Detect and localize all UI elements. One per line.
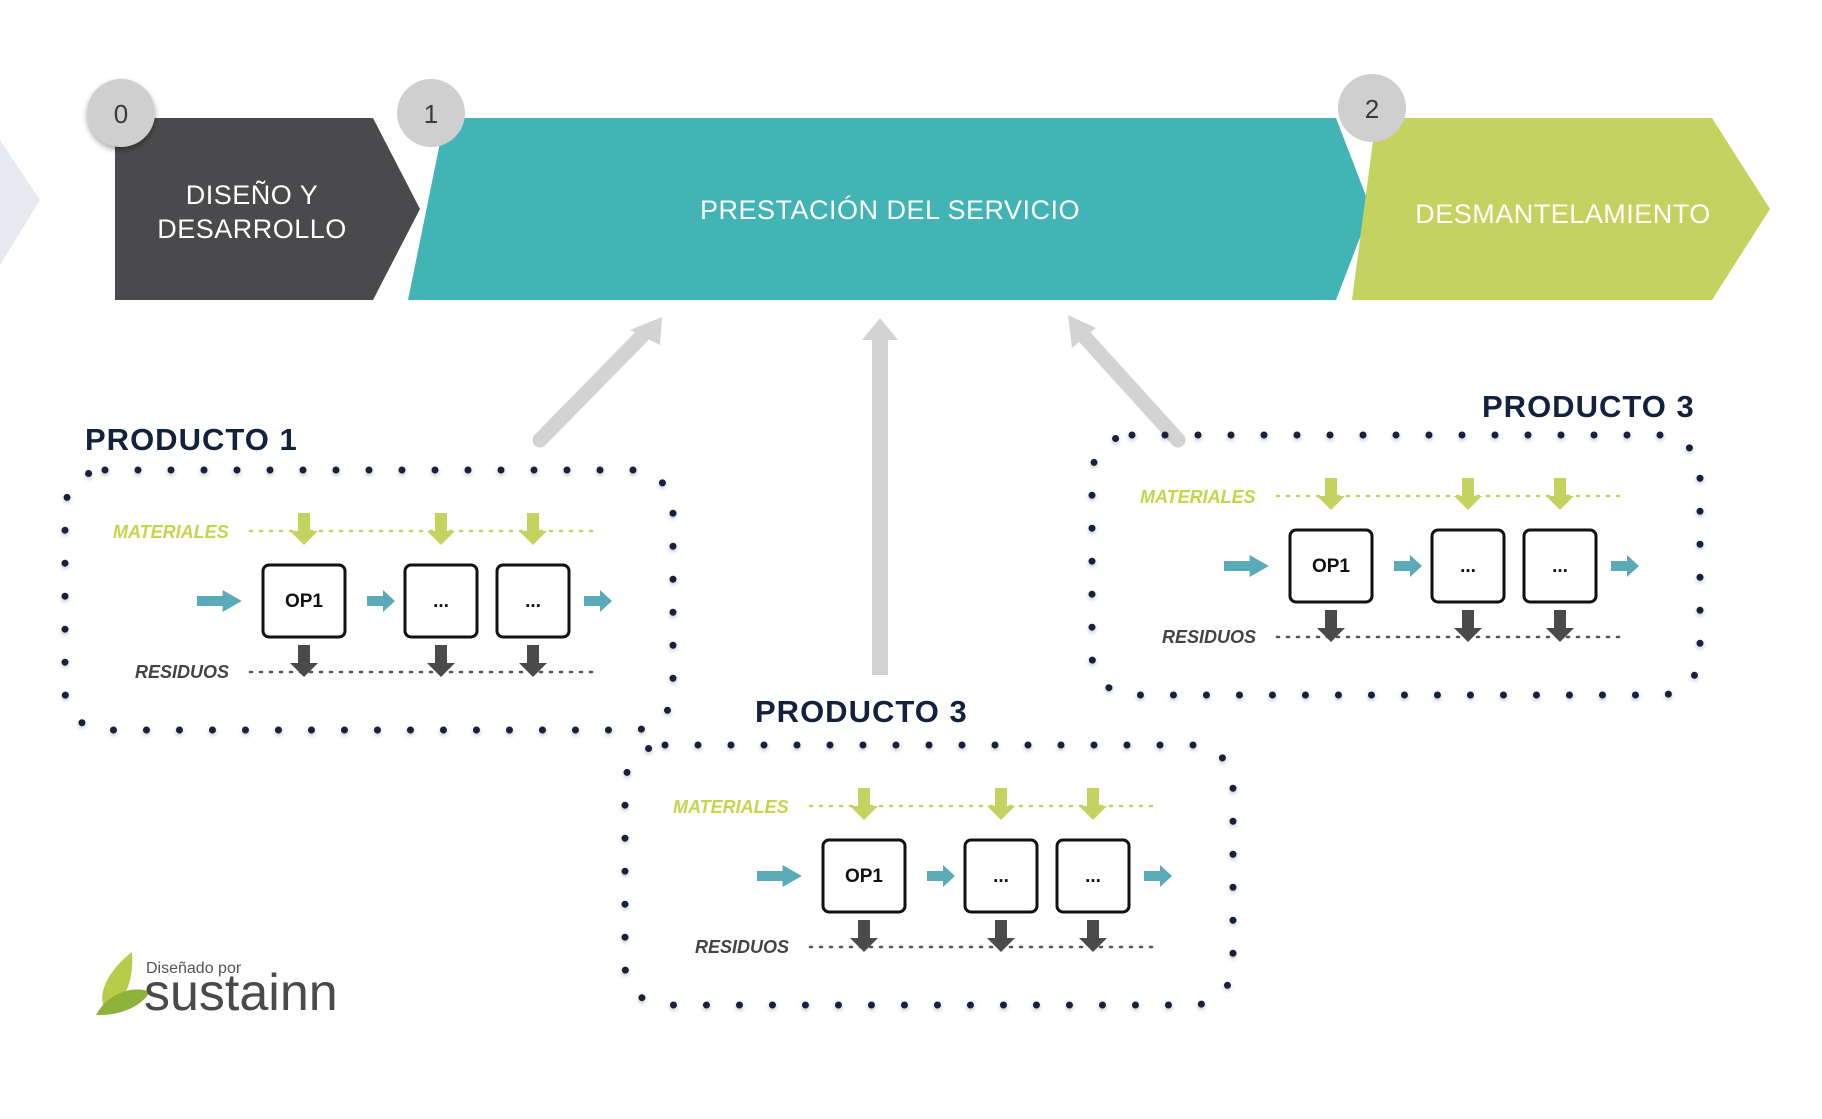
- connector-arrow-product-1: [532, 317, 662, 448]
- operation-box: [403, 563, 479, 639]
- product-block-2: PRODUCTO 3 MATERIALES RESIDUOS OP1......: [621, 694, 1237, 1009]
- phase-number-badge-2: 2: [1338, 74, 1406, 142]
- material-input-arrow-icon: [427, 513, 455, 545]
- phase-dismantle-label: DESMANTELAMIENTO: [1415, 199, 1711, 229]
- flow-arrow-icon: [927, 865, 955, 887]
- connector-arrows: [532, 315, 1186, 675]
- products-layer: PRODUCTO 1MATERIALESRESIDUOSOP1......PRO…: [61, 389, 1704, 1009]
- phase-design-label-2: DESARROLLO: [157, 214, 347, 244]
- phase-number-0: 0: [114, 99, 128, 129]
- phase-service-label: PRESTACIÓN DEL SERVICIO: [700, 194, 1080, 225]
- operation-label: OP1: [285, 591, 323, 612]
- product-title: PRODUCTO 3: [1482, 389, 1695, 424]
- flow-arrow-icon: [1144, 865, 1172, 887]
- phase-number-badge-1: 1: [397, 79, 465, 147]
- phase-number-2: 2: [1365, 94, 1379, 124]
- flow-arrow-icon: [1394, 555, 1422, 577]
- materials-label: MATERIALES: [113, 522, 229, 542]
- product-dotted-border: [1088, 431, 1704, 699]
- phase-service: PRESTACIÓN DEL SERVICIO: [408, 118, 1371, 300]
- phase-design: DISEÑO Y DESARROLLO: [115, 118, 420, 300]
- previous-phase-hint: [0, 140, 40, 265]
- waste-label: RESIDUOS: [135, 662, 229, 682]
- operation-label: OP1: [845, 866, 883, 887]
- connector-arrow-product-2: [862, 318, 898, 675]
- operation-label: ...: [1460, 556, 1476, 577]
- phase-number-1: 1: [424, 99, 438, 129]
- operation-box: [495, 563, 571, 639]
- operation-box: [1055, 838, 1131, 914]
- materials-label: MATERIALES: [673, 797, 789, 817]
- operation-label: OP1: [1312, 556, 1350, 577]
- phase-dismantle: DESMANTELAMIENTO: [1352, 118, 1770, 300]
- flow-arrow-icon: [1611, 555, 1639, 577]
- product-block-1: PRODUCTO 1 MATERIALES RESIDUOS OP1......: [61, 422, 677, 734]
- material-input-arrow-icon: [850, 788, 878, 820]
- phase-service-chevron: [408, 118, 1371, 300]
- leaf-icon-lower: [96, 989, 150, 1016]
- product-title: PRODUCTO 1: [85, 422, 298, 457]
- operation-box: [1522, 528, 1598, 604]
- product-title: PRODUCTO 3: [755, 694, 968, 729]
- product-dotted-border: [621, 741, 1237, 1009]
- phase-design-label-1: DISEÑO Y: [186, 179, 319, 210]
- sustainn-logo: Diseñado por sustainn: [96, 952, 338, 1022]
- leaf-icon: [102, 952, 133, 1012]
- flow-arrow-icon: [1224, 555, 1269, 577]
- operation-label: ...: [1552, 556, 1568, 577]
- material-input-arrow-icon: [1079, 788, 1107, 820]
- product-dotted-border: [61, 466, 677, 734]
- material-input-arrow-icon: [519, 513, 547, 545]
- flow-arrow-icon: [584, 590, 612, 612]
- operation-label: ...: [1085, 866, 1101, 887]
- waste-label: RESIDUOS: [695, 937, 789, 957]
- material-input-arrow-icon: [1317, 478, 1345, 510]
- phase-number-badge-0: 0: [87, 79, 155, 147]
- operation-box: [1430, 528, 1506, 604]
- material-input-arrow-icon: [290, 513, 318, 545]
- material-input-arrow-icon: [1454, 478, 1482, 510]
- operation-label: ...: [993, 866, 1009, 887]
- operation-label: ...: [525, 591, 541, 612]
- phase-design-chevron: [115, 118, 420, 300]
- flow-arrow-icon: [367, 590, 395, 612]
- material-input-arrow-icon: [1546, 478, 1574, 510]
- materials-label: MATERIALES: [1140, 487, 1256, 507]
- flow-arrow-icon: [757, 865, 802, 887]
- operation-box: [963, 838, 1039, 914]
- logo-name: sustainn: [144, 964, 338, 1022]
- flow-arrow-icon: [197, 590, 242, 612]
- product-block-3: PRODUCTO 3 MATERIALES RESIDUOS OP1......: [1088, 389, 1704, 699]
- waste-label: RESIDUOS: [1162, 627, 1256, 647]
- waste-output-arrow-icon: [1317, 610, 1345, 642]
- operation-label: ...: [433, 591, 449, 612]
- connector-arrow-product-3: [1068, 315, 1186, 448]
- operation-box: [821, 838, 907, 914]
- waste-output-arrow-icon: [850, 920, 878, 952]
- waste-output-arrow-icon: [290, 645, 318, 677]
- operation-box: [261, 563, 347, 639]
- operation-box: [1288, 528, 1374, 604]
- logo-tagline: Diseñado por: [146, 960, 242, 977]
- material-input-arrow-icon: [987, 788, 1015, 820]
- phase-dismantle-chevron: [1352, 118, 1770, 300]
